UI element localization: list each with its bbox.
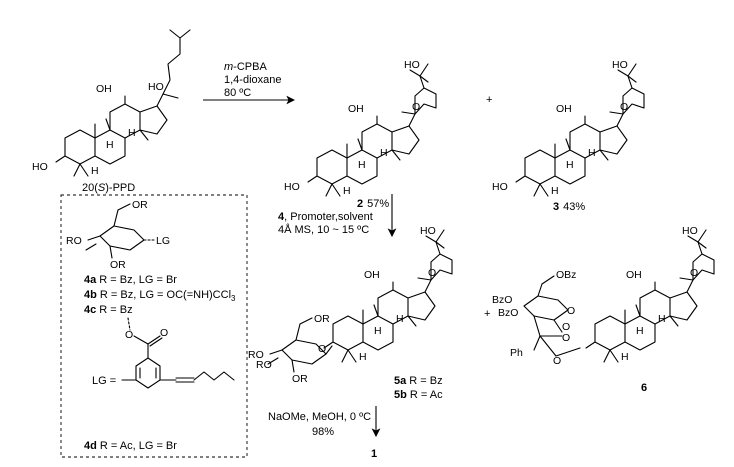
reagent-mcpba: m-CPBA xyxy=(224,61,267,73)
label-5a: 5a R = Bz xyxy=(394,375,443,387)
atom-bzo-1: BzO xyxy=(492,294,512,306)
lg-label: LG = xyxy=(92,375,116,387)
atom-ho-3: HO xyxy=(32,161,48,173)
reagent-step3-line1: NaOMe, MeOH, 0 ºC xyxy=(268,411,371,423)
atom-bzo-2: BzO xyxy=(498,307,518,319)
structure-ppd: OH HO HO xyxy=(32,29,191,178)
svg-text:OR: OR xyxy=(292,373,308,385)
donor-4a: 4a R = Bz, LG = Br xyxy=(84,274,177,286)
svg-text:HO: HO xyxy=(612,59,628,71)
svg-text:OH: OH xyxy=(556,103,572,115)
reagent-step2-line1: 4, Promoter,solvent xyxy=(278,211,373,223)
structure-leaving-group: O O xyxy=(121,317,235,389)
plus-sign-1: + xyxy=(486,94,492,106)
structure-compound-6: OH HO O xyxy=(585,225,715,364)
svg-text:RO: RO xyxy=(256,359,272,371)
structure-donor-sugar: OR RO OR LG xyxy=(66,199,170,271)
atom-ho-20: HO xyxy=(148,81,164,93)
svg-text:O: O xyxy=(412,101,420,113)
plus-sign-2: + xyxy=(484,308,490,320)
label-compound-1: 1 xyxy=(371,448,377,460)
donor-4b: 4b R = Bz, LG = OC(=NH)CCl3 xyxy=(84,289,236,303)
svg-text:O: O xyxy=(125,329,133,341)
svg-text:OR: OR xyxy=(110,259,126,271)
atom-o-ortho-1: O xyxy=(562,321,570,333)
atom-o-ring: O xyxy=(567,305,575,317)
svg-text:HO: HO xyxy=(682,225,698,237)
reagent-step3-line2: 98% xyxy=(312,426,334,438)
structure-compound-3: OH HO O HO xyxy=(492,59,645,198)
structure-5-sugar: OR RO RO OR xyxy=(248,313,333,385)
atom-o-ortho-2: O xyxy=(562,332,570,344)
svg-text:HO: HO xyxy=(404,59,420,71)
atom-o-glycoside: O xyxy=(553,355,561,367)
structure-compound-5: OH HO O O xyxy=(318,225,453,364)
atom-ph: Ph xyxy=(510,347,523,359)
svg-text:O: O xyxy=(318,343,326,355)
svg-text:LG: LG xyxy=(156,235,170,247)
svg-text:HO: HO xyxy=(420,225,436,237)
svg-text:RO: RO xyxy=(248,349,264,361)
donor-4c: 4c R = Bz xyxy=(84,304,133,316)
svg-text:RO: RO xyxy=(66,235,82,247)
svg-text:HO: HO xyxy=(284,181,300,193)
label-ppd: 20(S)-PPD xyxy=(82,182,135,194)
svg-text:OH: OH xyxy=(348,103,364,115)
donor-box xyxy=(60,194,248,458)
label-5b: 5b R = Ac xyxy=(394,389,443,401)
svg-text:O: O xyxy=(620,101,628,113)
svg-text:OR: OR xyxy=(132,199,148,211)
label-compound-6: 6 xyxy=(641,382,647,394)
structure-6-sugar xyxy=(523,275,581,357)
atom-obz: OBz xyxy=(556,269,576,281)
svg-text:HO: HO xyxy=(492,181,508,193)
svg-text:OR: OR xyxy=(314,313,330,325)
reagent-temp-1: 80 ºC xyxy=(224,87,251,99)
svg-text:O: O xyxy=(160,327,168,339)
reagent-step2-line2: 4Å MS, 10 ~ 15 ºC xyxy=(278,223,369,236)
svg-text:O: O xyxy=(690,267,698,279)
donor-4d: 4d R = Ac, LG = Br xyxy=(84,440,177,452)
reagent-dioxane: 1,4-dioxane xyxy=(224,74,282,86)
atom-oh-12: OH xyxy=(96,83,112,95)
svg-text:OH: OH xyxy=(626,269,642,281)
structure-compound-2: OH HO O HO xyxy=(284,59,437,198)
svg-text:OH: OH xyxy=(364,269,380,281)
svg-text:O: O xyxy=(428,267,436,279)
